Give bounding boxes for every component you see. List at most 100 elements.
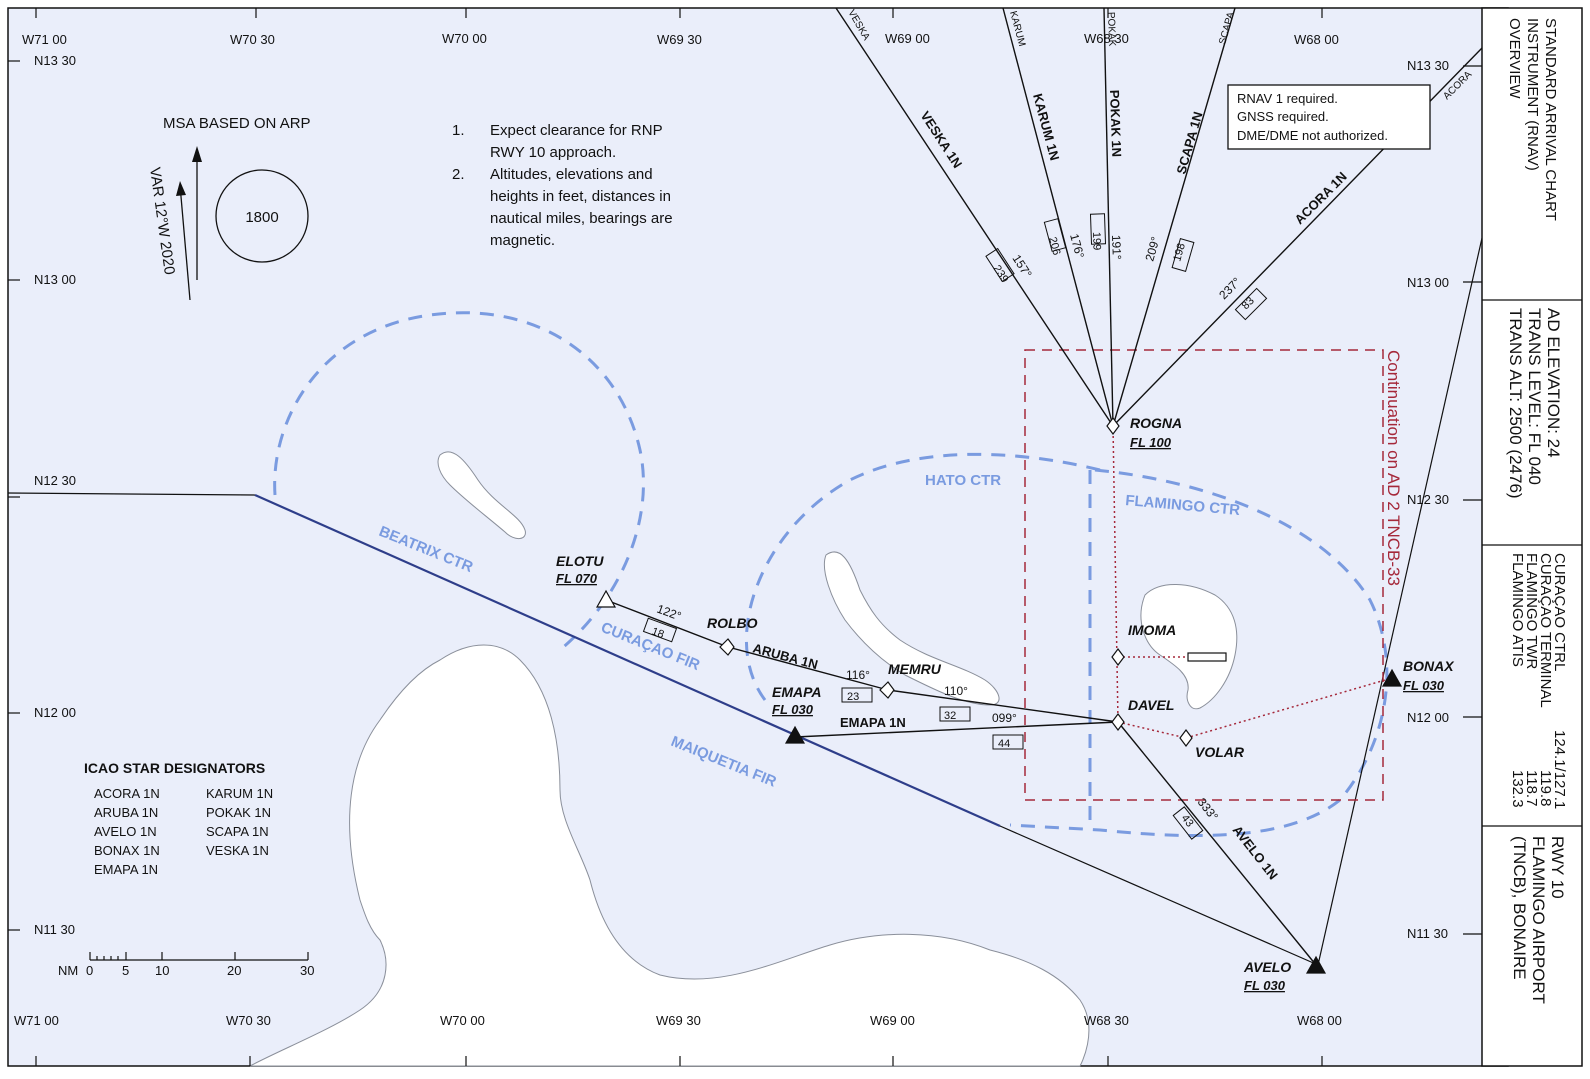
designator-emapa: EMAPA 1N — [94, 862, 158, 877]
emapa-name: EMAPA — [772, 684, 822, 700]
lat-right-5: N11 30 — [1407, 926, 1448, 941]
aruba-route-line — [605, 599, 1119, 723]
note-1-line-2: RWY 10 approach. — [490, 144, 616, 161]
notes-block: 1. Expect clearance for RNP RWY 10 appro… — [452, 122, 673, 249]
designator-karum: KARUM 1N — [206, 786, 273, 801]
memru-name: MEMRU — [888, 661, 942, 677]
msa-circle — [215, 169, 309, 263]
aruba-distance-2: 23 — [847, 691, 859, 703]
hato-ctr-boundary — [744, 452, 1101, 701]
land-masses — [249, 451, 1238, 1067]
aruba-bearing-3: 110° — [944, 684, 968, 698]
note-1-number: 1. — [452, 122, 465, 139]
avelo-name: AVELO — [1243, 959, 1291, 975]
freq-name-2: CURAÇAO TERMINAL — [1537, 553, 1554, 708]
scapa-route-line — [1112, 7, 1236, 427]
freq-name-1: CURAÇAO CTRL — [1551, 553, 1568, 671]
designator-avelo: AVELO 1N — [94, 824, 157, 839]
freq-value-1: 124.1/127.1 — [1551, 730, 1568, 809]
aruba-bearing-2: 116° — [846, 668, 870, 682]
rnav-line-2: GNSS required. — [1237, 109, 1329, 124]
rogna-flyby-symbol — [1106, 417, 1120, 435]
venezuela-coast — [249, 644, 1090, 1067]
freq-value-4: 132.3 — [1509, 770, 1526, 808]
lat-right-4: N12 00 — [1407, 710, 1449, 725]
distance-boxes — [642, 213, 1268, 840]
lat-left-2: N13 00 — [34, 272, 76, 287]
scapa-bearing: 209° — [1142, 235, 1162, 263]
msa-value: 1800 — [245, 209, 278, 226]
note-2-line-3: nautical miles, bearings are — [490, 210, 673, 227]
designators-title: ICAO STAR DESIGNATORS — [84, 760, 265, 776]
grid-labels: W71 00 W70 30 W70 00 W69 30 W69 00 W68 3… — [14, 31, 1449, 1028]
freq-value-2: 119.8 — [1537, 770, 1554, 806]
scale-tick-20: 20 — [227, 963, 241, 978]
elotu-fl: FL 070 — [556, 571, 598, 586]
karum-distance: 206 — [1046, 236, 1062, 257]
lon-top-2: W70 30 — [230, 32, 275, 47]
emapa-distance: 44 — [998, 738, 1010, 750]
aruba-distance-1: 18 — [650, 626, 666, 641]
lon-top-7: W68 00 — [1294, 32, 1339, 47]
note-1-line-1: Expect clearance for RNP — [490, 122, 663, 139]
fir-boundary-main — [254, 493, 1001, 828]
karum-route-line — [1002, 7, 1114, 427]
side-panel: STANDARD ARRIVAL CHART INSTRUMENT (RNAV)… — [1481, 7, 1583, 1067]
lon-bottom-6: W68 30 — [1084, 1013, 1129, 1028]
scale-tick-0: 0 — [86, 963, 93, 978]
pokak-bearing: 191° — [1109, 235, 1124, 260]
continuation-box — [1024, 349, 1384, 801]
fir-boundary-continue — [999, 825, 1319, 966]
lon-bottom-1: W71 00 — [14, 1013, 59, 1028]
rnav-line-3: DME/DME not authorized. — [1237, 128, 1388, 143]
fir-boundary-west — [7, 492, 256, 496]
lat-right-3: N12 30 — [1407, 492, 1449, 507]
freq-name-3: FLAMINGO TWR — [1523, 553, 1540, 670]
route-lines — [605, 7, 1483, 966]
aruba-island — [437, 451, 526, 539]
designators-block: ICAO STAR DESIGNATORS ACORA 1N ARUBA 1N … — [84, 760, 273, 877]
sea-background — [7, 7, 1509, 1067]
fir-boundaries — [7, 237, 1483, 966]
avelo-route-line — [1117, 721, 1317, 966]
scale-tick-5: 5 — [122, 963, 129, 978]
fir-boundary-east — [1317, 237, 1483, 966]
chart-title-line-3: OVERVIEW — [1506, 18, 1523, 99]
imoma-flyby-symbol — [1111, 648, 1125, 666]
avelo-iaf-symbol — [1305, 955, 1327, 974]
scale-bar: NM 0 5 10 20 30 — [58, 952, 314, 978]
veska-route-line — [835, 7, 1114, 427]
flamingo-ctr-boundary — [1009, 468, 1389, 838]
memru-flyby-symbol — [879, 681, 895, 699]
pokak-route-line — [1103, 7, 1114, 427]
trans-level: TRANS LEVEL: FL 040 — [1525, 308, 1544, 485]
emapa-route-line — [794, 721, 1119, 738]
trans-alt: TRANS ALT: 2500 (2476) — [1506, 308, 1525, 499]
lon-top-4: W69 30 — [657, 32, 702, 47]
continuation-label: Continuation on AD 2 TNCB-33 — [1384, 350, 1403, 586]
waypoint-symbols — [595, 417, 1403, 974]
imoma-name: IMOMA — [1128, 622, 1176, 638]
chart-title-line-2: INSTRUMENT (RNAV) — [1524, 18, 1541, 171]
note-2-line-1: Altitudes, elevations and — [490, 166, 653, 183]
bonaire-island — [1140, 584, 1238, 710]
emapa-route-label: EMAPA 1N — [840, 715, 906, 730]
airport-code: (TNCB), BONAIRE — [1510, 836, 1529, 980]
elotu-flyover-symbol — [595, 589, 617, 608]
lat-right-2: N13 00 — [1407, 275, 1449, 290]
davel-name: DAVEL — [1128, 697, 1174, 713]
pokak-route-label: POKAK 1N — [1107, 90, 1124, 158]
scale-unit: NM — [58, 963, 78, 978]
rogna-fl: FL 100 — [1130, 435, 1172, 450]
emapa-bearing: 099° — [992, 711, 1017, 725]
bonax-name: BONAX — [1403, 658, 1455, 674]
msa-title: MSA BASED ON ARP — [163, 115, 311, 132]
davel-flyby-symbol — [1111, 713, 1125, 731]
lat-right-1: N13 30 — [1407, 58, 1449, 73]
designator-veska: VESKA 1N — [206, 843, 269, 858]
beatrix-ctr-boundary — [273, 311, 645, 652]
lon-bottom-2: W70 30 — [226, 1013, 271, 1028]
rogna-name: ROGNA — [1130, 415, 1182, 431]
lat-left-5: N11 30 — [34, 922, 75, 937]
